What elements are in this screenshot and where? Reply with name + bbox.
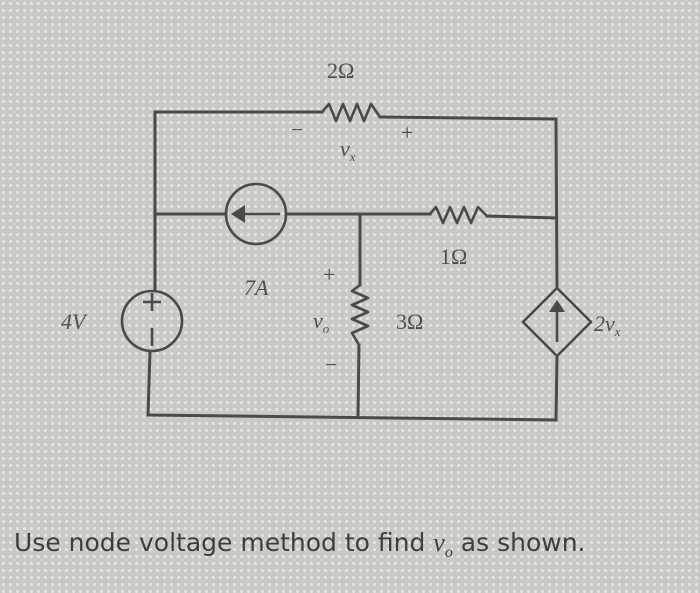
dependent-current-source [521,286,593,358]
instruction-text: Use node voltage method to find vo as sh… [14,528,586,562]
voltage-source-4v [120,289,184,353]
vx-plus-sign: + [401,120,413,145]
dependent-source-diamond [521,286,593,358]
dependent-arrow-head [549,300,565,312]
current-arrow-head [231,205,245,223]
label-vx: vx [340,136,356,164]
resistor-2-ohm [321,102,382,123]
label-vo: vo [313,308,330,336]
vx-minus-sign: − [291,117,303,142]
current-source-7a [224,182,288,246]
vo-minus-sign: − [325,352,337,377]
instruction-after: as shown. [460,528,586,557]
label-7a: 7A [244,275,269,300]
instruction-vo: vo [433,528,453,562]
wire-left-lower [146,350,152,417]
voltage-source-circle [120,289,184,353]
wire-mid-right [485,214,558,220]
current-source-circle [224,182,288,246]
wire-right-upper [554,117,559,290]
wire-center-lower [356,343,361,419]
instruction-before: Use node voltage method to find [14,528,426,557]
vo-plus-sign: + [323,262,335,287]
label-2-ohm: 2Ω [327,58,354,83]
resistor-3-ohm [350,283,370,346]
wire-top-right [378,115,558,121]
label-1-ohm: 1Ω [440,244,467,269]
label-3-ohm: 3Ω [396,309,423,334]
wires [146,110,559,422]
wire-bottom [146,413,558,422]
label-2vx: 2vx [594,311,621,339]
resistor-1-ohm [429,205,488,225]
wire-right-lower [554,354,559,422]
label-4v: 4V [61,309,88,334]
